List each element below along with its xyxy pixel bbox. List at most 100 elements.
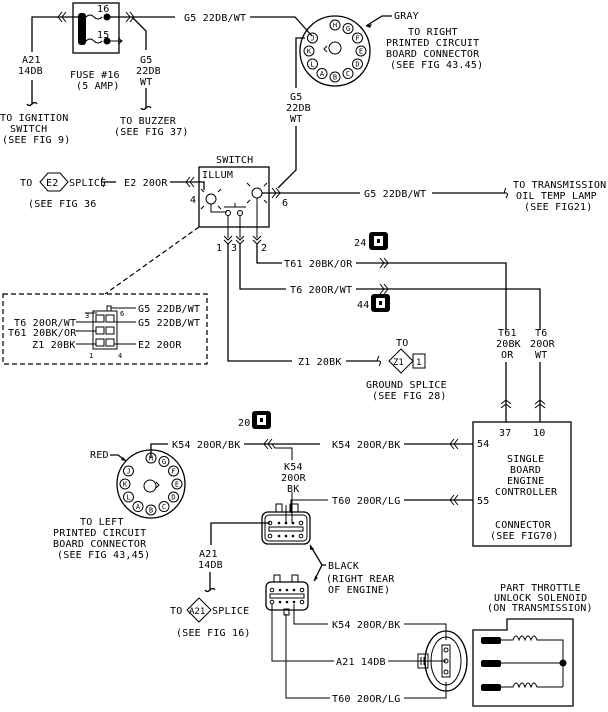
pcb-pin (132, 501, 144, 513)
wire-vertical (505, 362, 541, 422)
solenoid-label: (ON TRANSMISSION) (487, 603, 593, 614)
solenoid-body (472, 618, 574, 707)
detail-label: G5 22DB/WT (138, 304, 200, 315)
wire-label: G5 22DB/WT (184, 13, 246, 24)
a21-code: A21 (189, 607, 205, 617)
pcb-pin-label: E (175, 481, 179, 489)
switch-pin-4: 4 (190, 195, 196, 206)
pcb-pin (355, 45, 367, 57)
wire-label: WT (140, 77, 152, 88)
connector-symbol (125, 11, 135, 23)
wire-e2 (170, 181, 205, 190)
detail-label: T6 20OR/WT (14, 318, 76, 329)
destination-label: (SEE FIG 43,45) (57, 550, 150, 561)
wire-label: K54 20OR/BK (172, 440, 240, 451)
wire-label: T61 20BK/OR (284, 259, 353, 270)
wire-g5-vertical (277, 126, 297, 189)
connector-20-icon (252, 411, 271, 429)
fuse-terminal-15: 15 (97, 30, 109, 41)
sbec-pin-37: 37 (499, 428, 511, 439)
connector-symbol (263, 438, 273, 450)
a21-to-label: TO (170, 606, 182, 617)
pcb-pin-label: G (346, 25, 350, 33)
a21-splice-label: SPLICE (212, 606, 249, 617)
detail-label: T61 20BK/OR (8, 328, 77, 339)
wire-label: 20OR (281, 473, 307, 484)
destination-label: (SEE FIG 28) (372, 391, 447, 402)
pcb-pin-label: F (355, 35, 359, 43)
gray-label: GRAY (394, 11, 419, 22)
pcb-pin (329, 71, 341, 83)
wire-end (101, 176, 105, 188)
wire-label: WT (535, 350, 547, 361)
connector-24-label: 24 (354, 238, 366, 249)
pcb-pin (303, 45, 315, 57)
connector-symbol (185, 176, 195, 188)
wire-t61 (256, 244, 282, 264)
pcb-pin-label: D (171, 494, 175, 502)
destination-label: PRINTED CIRCUIT (386, 38, 479, 49)
switch-title: SWITCH (216, 155, 253, 166)
pcb-pin (158, 455, 170, 467)
z1-pin-box (412, 353, 426, 369)
wire-end (140, 88, 152, 111)
wire-label: G5 (290, 92, 302, 103)
pcb-pin (352, 58, 364, 70)
wire-label: K54 20OR/BK (332, 620, 400, 631)
switch-pin-2: 2 (261, 243, 267, 254)
connector-44-label: 44 (357, 300, 369, 311)
wire-label: 14DB (18, 66, 43, 77)
pcb-pin (316, 68, 328, 80)
detail-pin-3: 3 (85, 312, 89, 320)
connector-24-icon (369, 232, 388, 250)
connector-symbol (500, 399, 546, 409)
wire-g5-top (250, 16, 313, 37)
connector-symbol (449, 494, 459, 506)
wire-a21-bottom (271, 604, 334, 662)
connector-symbol (223, 235, 262, 245)
wire-end (204, 572, 216, 593)
pcb-pin-label: B (149, 507, 153, 515)
wire-label: 20OR (530, 339, 556, 350)
pcb-pin (122, 465, 134, 477)
destination-label: OIL TEMP LAMP (516, 191, 597, 202)
wire-label: A21 (199, 549, 218, 560)
fuse-terminal-16: 16 (97, 4, 109, 15)
sbec-label: (SEE FIG70) (490, 531, 558, 542)
detail-label: Z1 20BK (32, 340, 76, 351)
sbec-label: CONNECTOR (495, 520, 552, 531)
a21-splice-diamond (186, 597, 212, 623)
destination-label: (SEE FIG 43.45) (390, 60, 483, 71)
harness-connector-bottom (265, 574, 309, 616)
pcb-pin-label: C (162, 503, 166, 511)
z1-code: Z1 (393, 358, 404, 368)
destination-label: BOARD CONNECTOR (53, 539, 147, 550)
wire-label: T61 (498, 328, 517, 339)
detail-label: E2 20OR (138, 340, 182, 351)
wire-t6 (356, 288, 541, 330)
detail-pin-6: 6 (120, 310, 124, 318)
black-label: BLACK (328, 561, 359, 572)
wire-end (26, 80, 38, 107)
sbec-pin-55: 55 (477, 496, 489, 507)
pcb-pin-label: H (333, 22, 337, 30)
switch-detail-box (2, 293, 208, 365)
wire-label: K54 20OR/BK (332, 440, 400, 451)
wire-label: T6 (535, 328, 547, 339)
wire-label: T60 20OR/LG (332, 496, 400, 507)
wire-label: A21 (22, 55, 41, 66)
e2-to-label: TO (20, 178, 32, 189)
detail-leader (104, 226, 200, 295)
switch-illum-label: ILLUM (202, 170, 233, 181)
wire-g5-buzzer (131, 16, 147, 50)
wire-label: T6 20OR/WT (290, 285, 352, 296)
sbec-label: BOARD (510, 465, 541, 476)
destination-label: (SEE FIG 37) (114, 127, 189, 138)
wire-label: G5 22DB/WT (364, 189, 426, 200)
pcb-pin (352, 32, 364, 44)
wire-label: K54 (284, 462, 303, 473)
gray-leader (365, 15, 392, 27)
red-label: RED (90, 450, 109, 461)
wire-label: A21 14DB (336, 657, 386, 668)
